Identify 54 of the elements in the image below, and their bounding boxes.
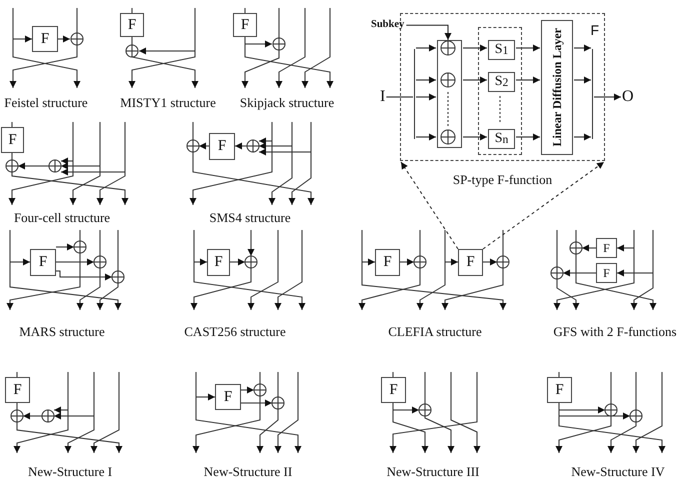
function-box: F	[547, 377, 572, 403]
arrow	[416, 76, 436, 84]
panel-heading: F	[590, 23, 599, 37]
structure-caption: SMS4 structure	[209, 211, 291, 224]
arrow	[462, 44, 488, 52]
structure-caption: CAST256 structure	[184, 325, 286, 338]
function-box: F	[1, 127, 24, 153]
arrow	[574, 44, 592, 52]
function-box: F	[596, 263, 617, 283]
arrow	[416, 44, 436, 52]
arrow	[574, 134, 592, 140]
function-box: F	[207, 249, 230, 276]
function-box: F	[5, 377, 30, 403]
arrow	[416, 94, 436, 100]
function-box: F	[233, 13, 257, 37]
io-label: I	[380, 89, 386, 105]
function-box: F	[215, 384, 241, 410]
zoom-line	[400, 162, 458, 250]
structure-caption: Skipjack structure	[240, 96, 334, 109]
function-box: F	[596, 238, 617, 258]
function-box: F	[30, 249, 56, 276]
structure-caption: MISTY1 structure	[120, 96, 216, 109]
structure-caption: New-Structure I	[28, 465, 112, 478]
arrow	[516, 76, 540, 84]
panel-caption: SP-type F-function	[452, 173, 552, 186]
zoom-line	[482, 162, 604, 250]
function-box: F	[458, 249, 483, 276]
structure-caption: New-Structure IV	[571, 465, 665, 478]
structure-caption: MARS structure	[19, 325, 105, 338]
arrow	[462, 134, 488, 140]
diffusion-layer-box: Linear Diffusion Layer	[541, 20, 573, 155]
structure-caption: CLEFIA structure	[388, 325, 482, 338]
function-box: F	[209, 133, 235, 160]
structure-caption: New-Structure III	[386, 465, 480, 478]
subkey-label: Subkey	[371, 20, 404, 30]
function-box: F	[32, 26, 58, 52]
structure-caption: Four-cell structure	[14, 211, 110, 224]
arrow	[406, 24, 452, 40]
arrow	[516, 134, 540, 140]
io-label: O	[622, 89, 634, 105]
function-box: F	[375, 249, 400, 276]
structure-caption: New-Structure II	[204, 465, 292, 478]
function-box: F	[381, 377, 406, 403]
line	[386, 96, 414, 98]
structure-caption: Feistel structure	[4, 96, 88, 109]
sbox-group-frame	[478, 27, 522, 155]
arrow	[574, 76, 592, 84]
structure-caption: GFS with 2 F-functions	[553, 325, 677, 338]
function-box: F	[120, 13, 144, 37]
arrow	[462, 76, 488, 84]
arrow	[516, 44, 540, 52]
arrow	[594, 94, 622, 100]
arrow	[416, 134, 436, 140]
xor-column-box	[437, 40, 462, 148]
